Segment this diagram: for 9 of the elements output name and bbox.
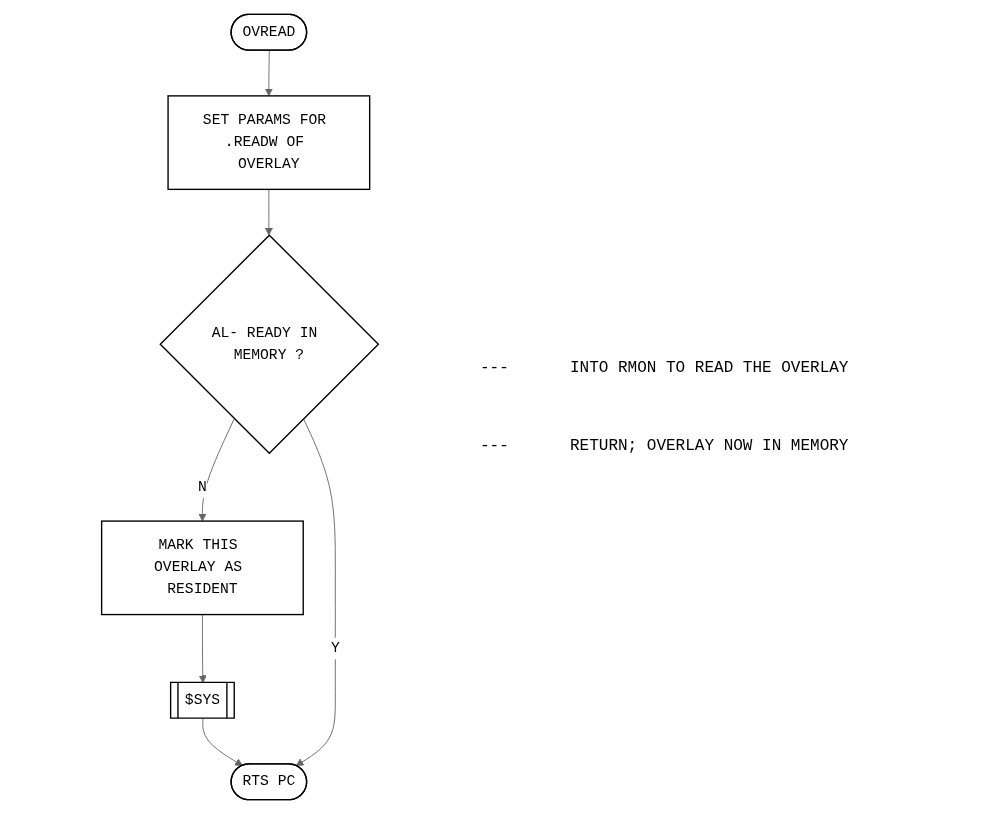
note-text: ---	[480, 437, 510, 455]
node-box: MARK THIS OVERLAY AS RESIDENT	[100, 520, 304, 616]
edge-label: Y	[330, 640, 340, 657]
note-text: INTO RMON TO READ THE OVERLAY	[570, 359, 849, 377]
note-text: ---	[480, 359, 510, 377]
node-box: SET PARAMS FOR .READW OF OVERLAY	[167, 95, 371, 191]
note-text: RETURN; OVERLAY NOW IN MEMORY	[570, 437, 849, 455]
node-diamond: AL- READY IN MEMORY ?	[159, 234, 380, 455]
edge-label: N	[198, 478, 207, 496]
